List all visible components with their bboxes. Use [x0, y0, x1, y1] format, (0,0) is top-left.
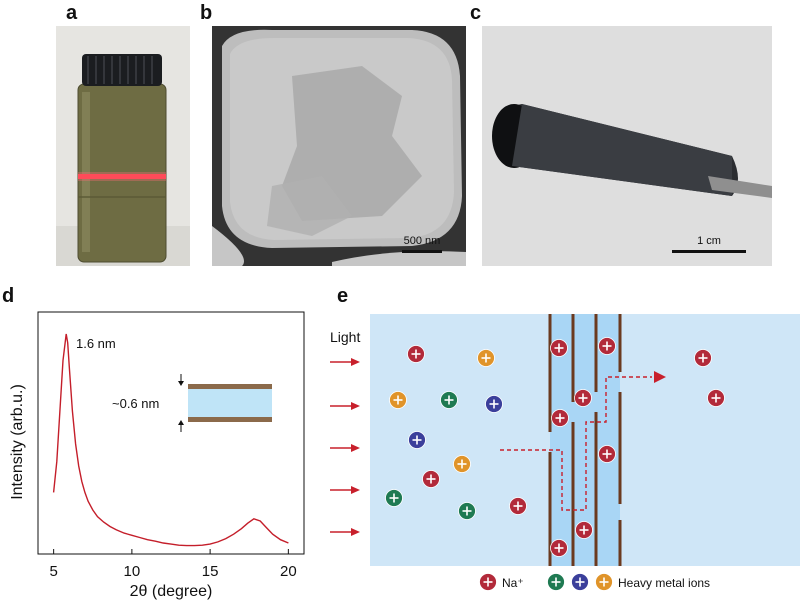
orange-ion	[595, 573, 613, 591]
legend-na-label: Na⁺	[502, 576, 524, 590]
peak-annotation: 1.6 nm	[76, 336, 116, 351]
chart-xlabel: 2θ (degree)	[130, 583, 213, 600]
orange-ion	[477, 349, 495, 367]
xrd-curve	[52, 333, 289, 547]
chart-ylabel: Intensity (arb.u.)	[9, 384, 26, 500]
green-ion	[440, 391, 458, 409]
orange-ion	[453, 455, 471, 473]
light-arrow-head	[351, 358, 360, 366]
film-scale-bar-label: 1 cm	[697, 235, 721, 247]
x-tick-label: 5	[49, 563, 57, 580]
light-arrow-head	[351, 486, 360, 494]
panel-letter-c: c	[470, 2, 482, 24]
green-ion	[547, 573, 565, 591]
spacing-annotation: ~0.6 nm	[112, 396, 159, 411]
layer-spacing-inset: ~0.6 nm	[112, 374, 272, 432]
na-ion	[575, 521, 593, 539]
na-ion	[550, 539, 568, 557]
panel-letter-b: b	[200, 2, 213, 24]
na-ion	[694, 349, 712, 367]
blue-ion	[408, 431, 426, 449]
blue-ion	[485, 395, 503, 413]
vial-illustration	[56, 26, 190, 266]
blue-ion	[571, 573, 589, 591]
xrd-chart: 5 10 15 20 2θ (degree) Intensity (arb.u.) 1…	[9, 311, 305, 600]
chart-frame	[37, 311, 305, 555]
green-ion	[458, 502, 476, 520]
na-ion	[551, 409, 569, 427]
tem-illustration: 500 nm	[212, 26, 466, 266]
vial-photo	[56, 26, 190, 266]
film-photo: 1 cm	[482, 26, 772, 266]
light-label: Light	[330, 329, 360, 345]
na-ion	[550, 339, 568, 357]
panel-letter-d: d	[2, 285, 15, 307]
tem-image: 500 nm	[212, 26, 466, 266]
green-ion	[385, 489, 403, 507]
na-ion	[574, 389, 592, 407]
ion-sieving-schematic: Light Na⁺ Heavy metal ions	[330, 314, 800, 591]
panel-letter-a: a	[66, 2, 78, 24]
film-illustration: 1 cm	[482, 26, 772, 266]
na-ion	[707, 389, 725, 407]
light-arrow-head	[351, 528, 360, 536]
legend-heavy-label: Heavy metal ions	[618, 576, 710, 590]
na-ion	[422, 470, 440, 488]
light-arrow-head	[351, 402, 360, 410]
x-tick-label: 15	[202, 563, 219, 580]
x-tick-label: 20	[280, 563, 297, 580]
na-ion	[509, 497, 527, 515]
transport-path	[500, 371, 666, 511]
tem-scale-bar-label: 500 nm	[404, 235, 441, 247]
x-tick-label: 10	[124, 563, 141, 580]
na-ion	[407, 345, 425, 363]
light-arrow-head	[351, 444, 360, 452]
panel-letter-e: e	[337, 285, 349, 307]
orange-ion	[389, 391, 407, 409]
na-ion	[598, 445, 616, 463]
na-ion	[479, 573, 497, 591]
na-ion	[598, 337, 616, 355]
